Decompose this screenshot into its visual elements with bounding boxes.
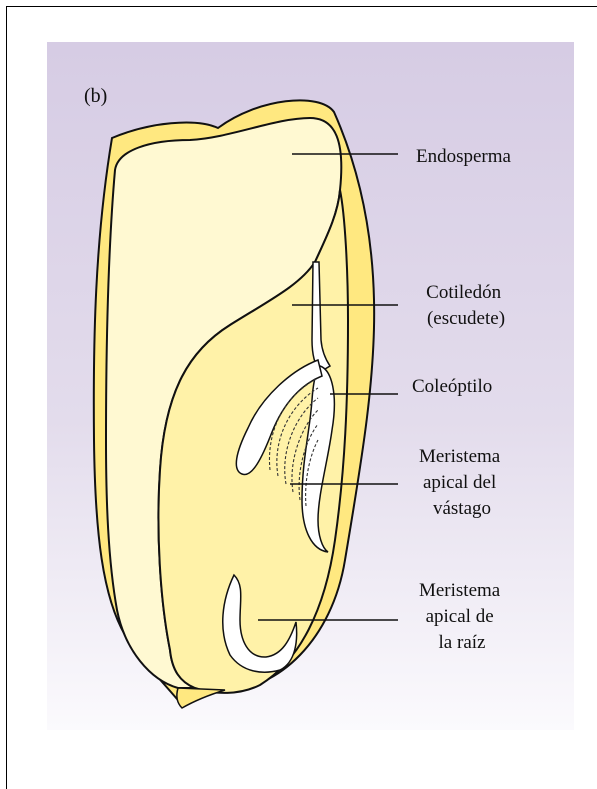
panel-label: (b) — [84, 85, 107, 107]
label-endosperm: Endosperma — [416, 146, 512, 167]
label-coleoptile: Coleóptilo — [412, 376, 492, 397]
